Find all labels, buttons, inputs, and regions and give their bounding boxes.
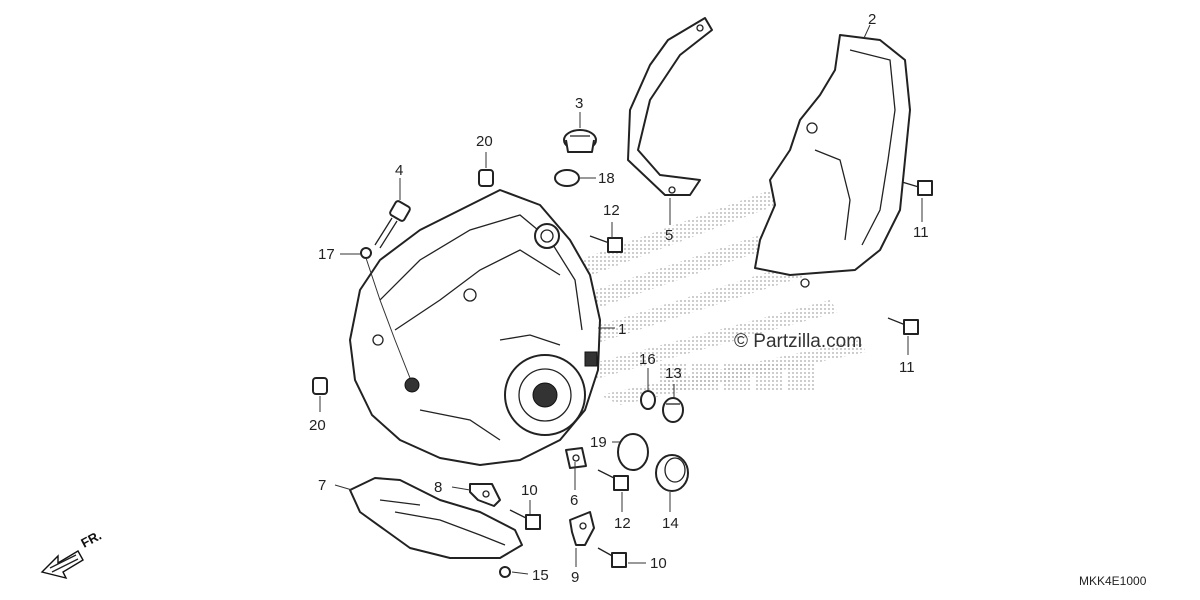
callout-20-upper: 20 (476, 133, 493, 150)
diagram-code: MKK4E1000 (1079, 574, 1147, 588)
bolt-11-upper[interactable] (901, 180, 933, 196)
callout-labels: 1 2 3 4 5 6 7 8 9 10 10 11 11 12 12 13 1… (309, 11, 929, 586)
bracket-8[interactable] (469, 483, 501, 507)
front-direction-label: FR. (78, 528, 104, 551)
leader-lines (319, 24, 923, 575)
callout-7: 7 (318, 477, 326, 494)
bolt-10-upper[interactable] (509, 509, 541, 530)
callout-14: 14 (662, 515, 679, 532)
bolt-15[interactable] (499, 566, 511, 578)
clamp-9[interactable] (569, 511, 595, 546)
dowel-pin-lower[interactable] (312, 377, 328, 395)
callout-8: 8 (434, 479, 442, 496)
front-direction-arrow: FR. (40, 528, 104, 580)
plug-bolt-4[interactable] (374, 200, 411, 249)
lower-guard[interactable] (349, 477, 523, 559)
callout-9: 9 (571, 569, 579, 586)
bolt-10-lower[interactable] (597, 547, 627, 568)
dowel-pin-upper[interactable] (478, 169, 494, 187)
callout-12-lower: 12 (614, 515, 631, 532)
callout-1: 1 (618, 321, 626, 338)
callout-16: 16 (639, 351, 656, 368)
sprocket-cover[interactable] (754, 34, 911, 288)
bolt-12-upper[interactable] (589, 235, 623, 253)
callout-2: 2 (868, 11, 876, 28)
callout-4: 4 (395, 162, 403, 179)
o-ring-cap[interactable] (554, 169, 580, 187)
callout-10-upper: 10 (521, 482, 538, 499)
o-ring-19[interactable] (617, 433, 649, 471)
cover-bracket[interactable] (627, 17, 713, 196)
left-crankcase-cover[interactable] (349, 189, 601, 466)
callout-17: 17 (318, 246, 335, 263)
clip-6[interactable] (565, 447, 587, 469)
callout-13: 13 (665, 365, 682, 382)
callout-15: 15 (532, 567, 549, 584)
callout-11-upper: 11 (913, 224, 929, 241)
oil-filler-cap[interactable] (563, 129, 597, 153)
callout-20-lower: 20 (309, 417, 326, 434)
copyright-watermark: © Partzilla.com (734, 331, 862, 352)
callout-12-upper: 12 (603, 202, 620, 219)
callout-10-lower: 10 (650, 555, 667, 572)
washer-16[interactable] (640, 390, 656, 410)
callout-11-lower: 11 (899, 359, 915, 376)
bolt-11-lower[interactable] (887, 317, 919, 335)
bolt-12-lower[interactable] (597, 469, 629, 491)
callout-3: 3 (575, 95, 583, 112)
cap-14[interactable] (655, 454, 689, 492)
washer-17[interactable] (360, 247, 372, 259)
callout-5: 5 (665, 227, 673, 244)
cap-13[interactable] (662, 397, 684, 423)
callout-19: 19 (590, 434, 607, 451)
callout-18: 18 (598, 170, 615, 187)
callout-6: 6 (570, 492, 578, 509)
